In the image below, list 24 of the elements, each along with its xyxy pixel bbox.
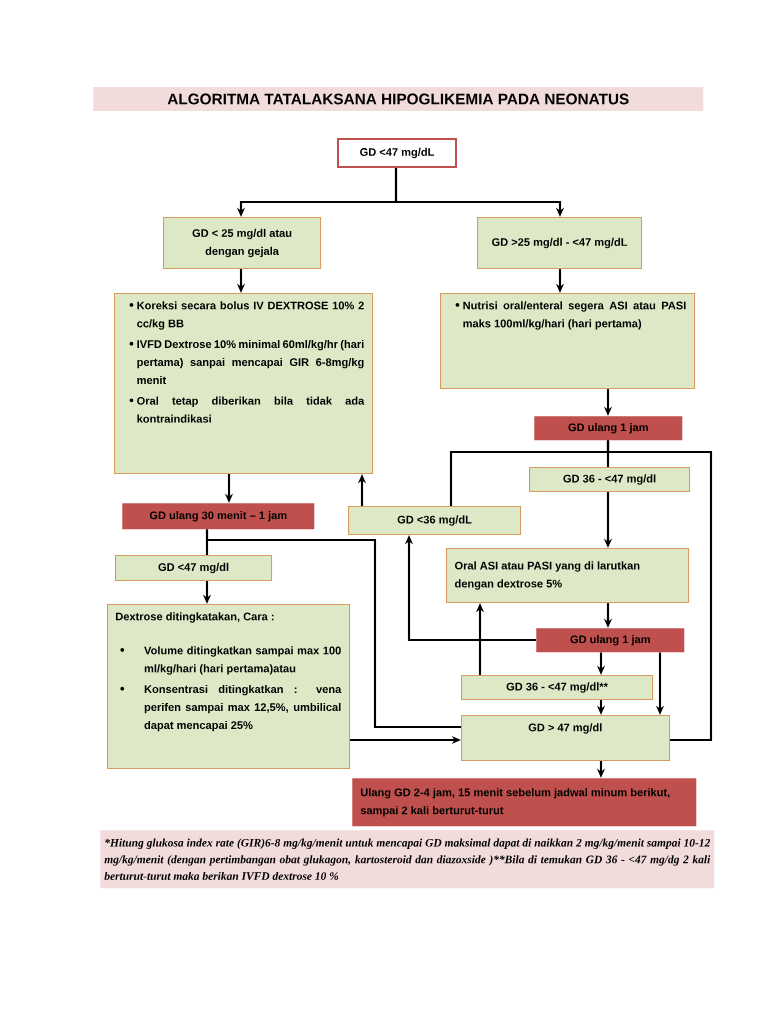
check-box: GD ulang 1 jam bbox=[534, 416, 683, 441]
connector-line bbox=[606, 440, 713, 742]
process-box: GD 36 - <47 mg/dl bbox=[529, 467, 691, 493]
title-band: ALGORITMA TATALAKSANA HIPOGLIKEMIA PADA NEONATUS bbox=[93, 87, 704, 111]
process-box: GD >25 mg/dl - <47 mg/dL bbox=[477, 217, 643, 270]
process-box: Dextrose ditingkatakan, Cara : Volume ditingkatkan sampai max 100 ml/kg/hari (hari pertama)atau Konsentrasi ditingkatkan : vena perifen sampai max 12,5%, umbilical dapat mencapai 25% bbox=[107, 604, 351, 770]
process-box: Oral ASI atau PASI yang di larutkan dengan dextrose 5% bbox=[446, 548, 690, 604]
label: berturut-turut maka berikan IVFD dextrose 10 % bbox=[104, 871, 339, 880]
check-box: GD ulang 30 menit – 1 jam bbox=[122, 503, 315, 530]
label: mg/kg/menit (dengan pertimbangan obat glukagon, kartosteroid dan diazoxside ) bbox=[104, 855, 493, 866]
process-box: GD < 25 mg/dl atau dengan gejala bbox=[163, 217, 322, 270]
start-box: GD <47 mg/dL bbox=[337, 138, 457, 168]
label: **Bila di temukan GD 36 - <47 mg/dg 2 kali bbox=[494, 855, 711, 866]
process-box: GD <47 mg/dl bbox=[115, 555, 273, 582]
process-box: Nutrisi oral/enteral segera ASI atau PASI maks 100ml/kg/hari (hari pertama) bbox=[440, 293, 696, 390]
footnote-band: *Hitung glukosa index rate (GIR)6-8 mg/kg/menit untuk mencapai GD maksimal dapat di naikkan 2 mg/kg/menit sampai 10-12 mg/kg/menit (dengan pertimbangan obat glukagon, kartosteroid dan diazoxside )**Bila di temukan GD 36 - <47 mg/dg 2 kali berturut-turut maka berikan IVFD dextrose 10 % bbox=[100, 830, 715, 889]
process-box: GD 36 - <47 mg/dl** bbox=[461, 675, 654, 701]
check-box: Ulang GD 2-4 jam, 15 menit sebelum jadwal minum berikut, sampai 2 kali berturut-turut bbox=[352, 778, 697, 827]
process-box: Koreksi secara bolus IV DEXTROSE 10% 2 cc/kg BB IVFD Dextrose 10% minimal 60ml/kg/hr (hari pertama) sanpai mencapai GIR 6-8mg/kg menit Oral tetap diberikan bila tidak ada kontraindikasi bbox=[114, 293, 374, 475]
process-box: GD <36 mg/dL bbox=[348, 506, 522, 536]
label: *Hitung glukosa index rate (GIR)6-8 mg/kg/menit untuk mencapai GD maksimal dapat di naikkan 2 mg/kg/menit sampai 10-12 bbox=[105, 838, 711, 849]
connector-line bbox=[205, 529, 461, 729]
check-box: GD ulang 1 jam bbox=[536, 628, 685, 653]
process-box: GD > 47 mg/dl bbox=[461, 715, 671, 762]
